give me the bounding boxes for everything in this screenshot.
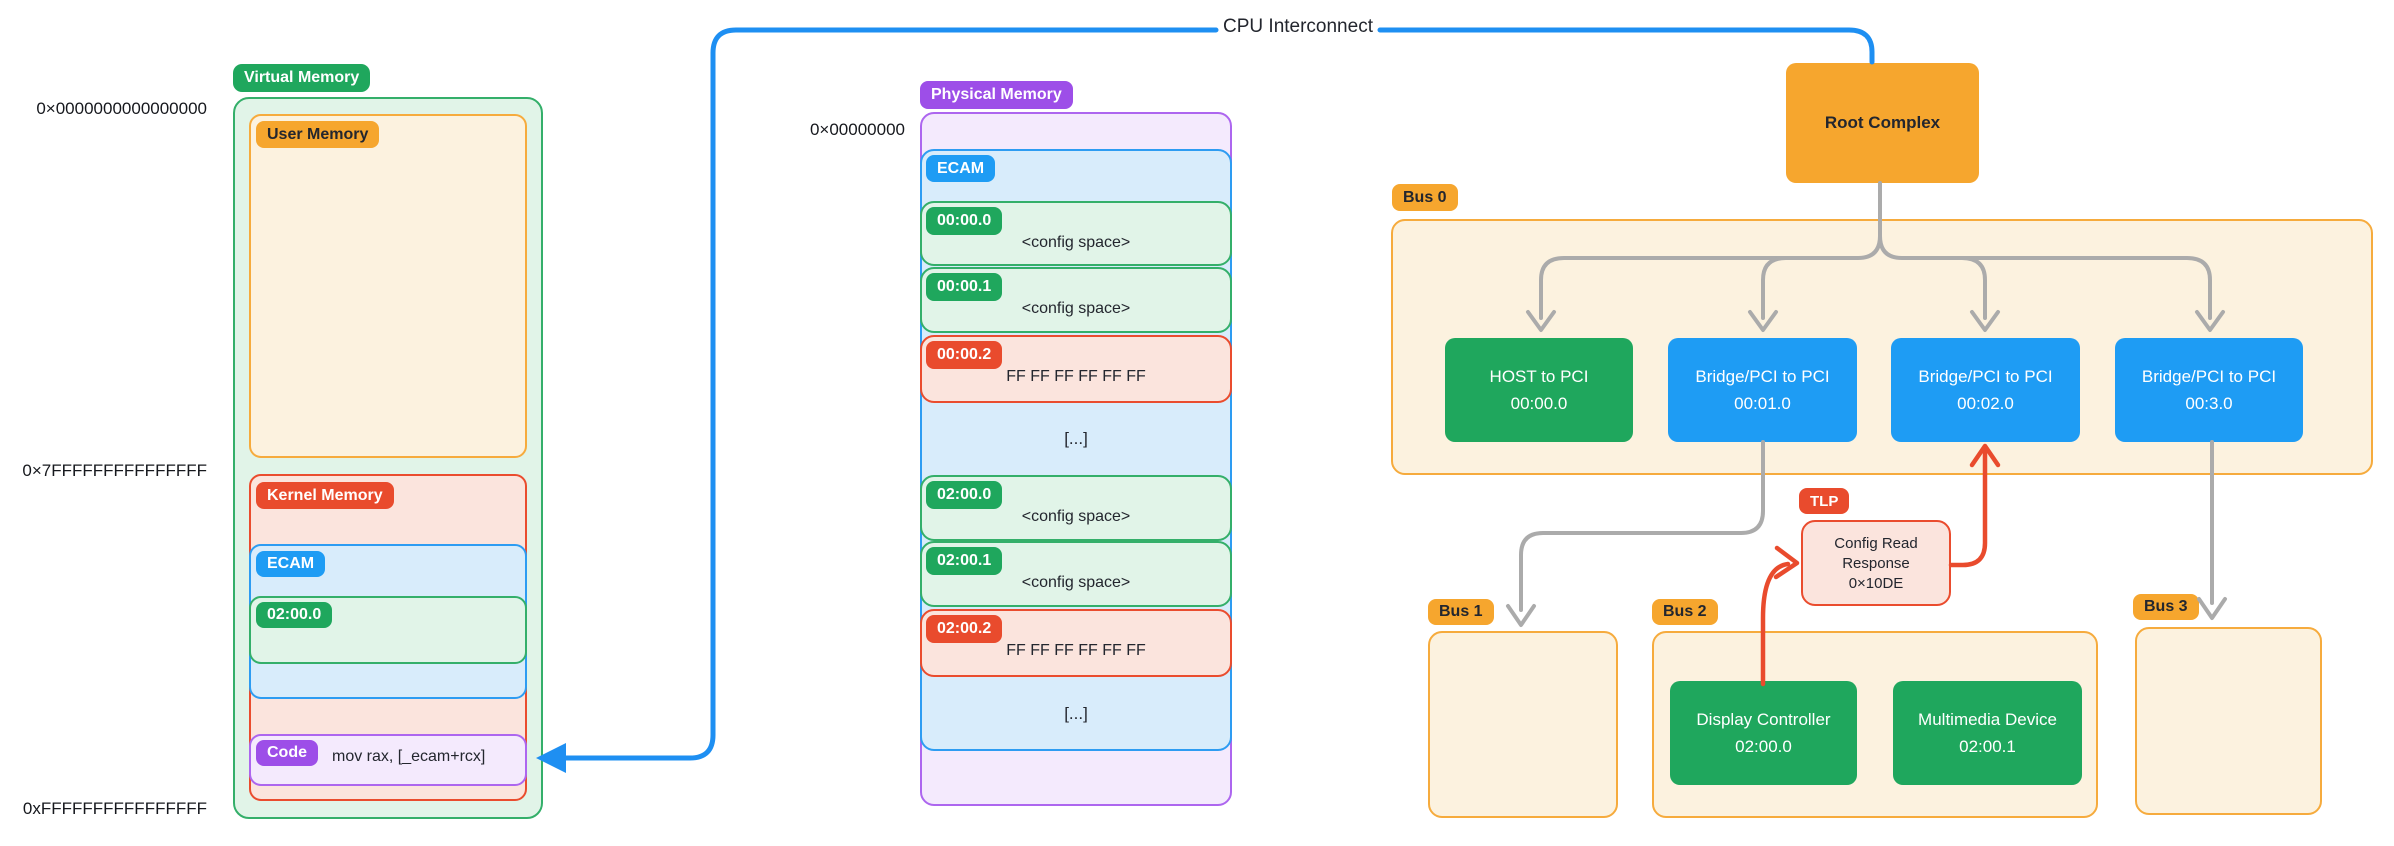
- pm-section-00002: 00:00.2 FF FF FF FF FF FF: [920, 335, 1232, 403]
- pm-section-02001-body: <config space>: [1021, 574, 1131, 591]
- pm-section-02002-body: FF FF FF FF FF FF: [1006, 642, 1146, 659]
- pm-section-gap-1: [...]: [1064, 429, 1088, 448]
- arrowhead-tlp-into-box: [1773, 545, 1800, 580]
- bus0-chip: Bus 0: [1392, 184, 1458, 211]
- user-memory-chip: User Memory: [256, 121, 380, 148]
- tlp-line1: Config Read: [1834, 534, 1918, 552]
- pm-section-gap-2: [...]: [1064, 703, 1088, 723]
- pm-address-start: 0×00000000: [809, 120, 905, 139]
- pm-section-02002: 02:00.2 FF FF FF FF FF FF: [920, 609, 1232, 677]
- pm-section-00002-body: FF FF FF FF FF FF: [1006, 368, 1146, 385]
- arrowhead-bus3: [2197, 597, 2227, 620]
- vm-address-kernel-start: 0×7FFFFFFFFFFFFFFF: [22, 461, 207, 480]
- tlp-chip: TLP: [1799, 488, 1850, 514]
- vm-ecam-chip: ECAM: [256, 551, 326, 577]
- cpu-interconnect-label: CPU Interconnect: [1223, 16, 1373, 37]
- pm-section-02002-chip: 02:00.2: [926, 615, 1003, 643]
- pm-section-00001-chip: 00:00.1: [926, 273, 1003, 301]
- device-bridge-0030-id: 00:3.0: [2185, 393, 2233, 413]
- bus1-panel: [1428, 631, 1618, 818]
- kernel-memory-chip: Kernel Memory: [256, 482, 394, 509]
- tlp-config-read-response-box: Config Read Response 0×10DE: [1801, 520, 1951, 606]
- vm-address-start: 0×0000000000000000: [36, 99, 207, 118]
- device-bridge-0002: Bridge/PCI to PCI 00:02.0: [1891, 338, 2080, 442]
- pm-ecam-chip: ECAM: [926, 155, 996, 182]
- device-bridge-0001-name: Bridge/PCI to PCI: [1695, 366, 1830, 386]
- device-display-id: 02:00.0: [1735, 736, 1792, 756]
- pm-section-00000-body: <config space>: [1021, 234, 1131, 251]
- user-memory-panel: [249, 114, 527, 458]
- pm-section-00000-chip: 00:00.0: [926, 207, 1003, 235]
- arrowhead-bus1: [1506, 604, 1536, 627]
- vm-device-0200-chip: 02:00.0: [256, 602, 333, 628]
- vm-address-end: 0xFFFFFFFFFFFFFFFF: [22, 799, 207, 818]
- device-display-name: Display Controller: [1696, 709, 1831, 729]
- bus2-chip: Bus 2: [1652, 599, 1718, 625]
- bus1-chip: Bus 1: [1428, 599, 1494, 625]
- device-host-to-pci: HOST to PCI 00:00.0: [1445, 338, 1633, 442]
- device-bridge-0001-id: 00:01.0: [1734, 393, 1791, 413]
- device-bridge-0030: Bridge/PCI to PCI 00:3.0: [2115, 338, 2303, 442]
- pm-section-02001: 02:00.1 <config space>: [920, 541, 1232, 607]
- bus3-panel: [2135, 627, 2322, 815]
- pm-section-02000-chip: 02:00.0: [926, 481, 1003, 509]
- device-host-name: HOST to PCI: [1489, 366, 1589, 386]
- pm-section-00000: 00:00.0 <config space>: [920, 201, 1232, 266]
- device-display-controller: Display Controller 02:00.0: [1670, 681, 1857, 785]
- device-multimedia-name: Multimedia Device: [1918, 709, 2057, 729]
- root-complex-box: Root Complex: [1786, 63, 1979, 183]
- virtual-memory-title-chip: Virtual Memory: [233, 64, 371, 92]
- pm-section-02000: 02:00.0 <config space>: [920, 475, 1232, 541]
- device-bridge-0002-id: 00:02.0: [1957, 393, 2014, 413]
- pm-section-02000-body: <config space>: [1021, 508, 1131, 525]
- device-multimedia-id: 02:00.1: [1959, 736, 2016, 756]
- code-instruction: mov rax, [_ecam+rcx]: [332, 748, 486, 765]
- tlp-line2: Response: [1842, 554, 1910, 572]
- device-bridge-0002-name: Bridge/PCI to PCI: [1918, 366, 2053, 386]
- device-bridge-0030-name: Bridge/PCI to PCI: [2141, 366, 2277, 386]
- device-bridge-0001: Bridge/PCI to PCI 00:01.0: [1668, 338, 1857, 442]
- tlp-line3: 0×10DE: [1848, 574, 1904, 592]
- physical-memory-title-chip: Physical Memory: [920, 81, 1073, 109]
- cpu-interconnect-line-right: [1377, 27, 1875, 65]
- bus3-chip: Bus 3: [2133, 594, 2199, 620]
- device-multimedia: Multimedia Device 02:00.1: [1893, 681, 2082, 785]
- vm-code-chip: Code: [256, 740, 318, 766]
- pm-section-02001-chip: 02:00.1: [926, 547, 1003, 575]
- pm-section-00002-chip: 00:00.2: [926, 341, 1003, 369]
- pm-section-00001-body: <config space>: [1021, 300, 1131, 317]
- pm-section-00001: 00:00.1 <config space>: [920, 267, 1232, 333]
- device-host-id: 00:00.0: [1510, 393, 1568, 413]
